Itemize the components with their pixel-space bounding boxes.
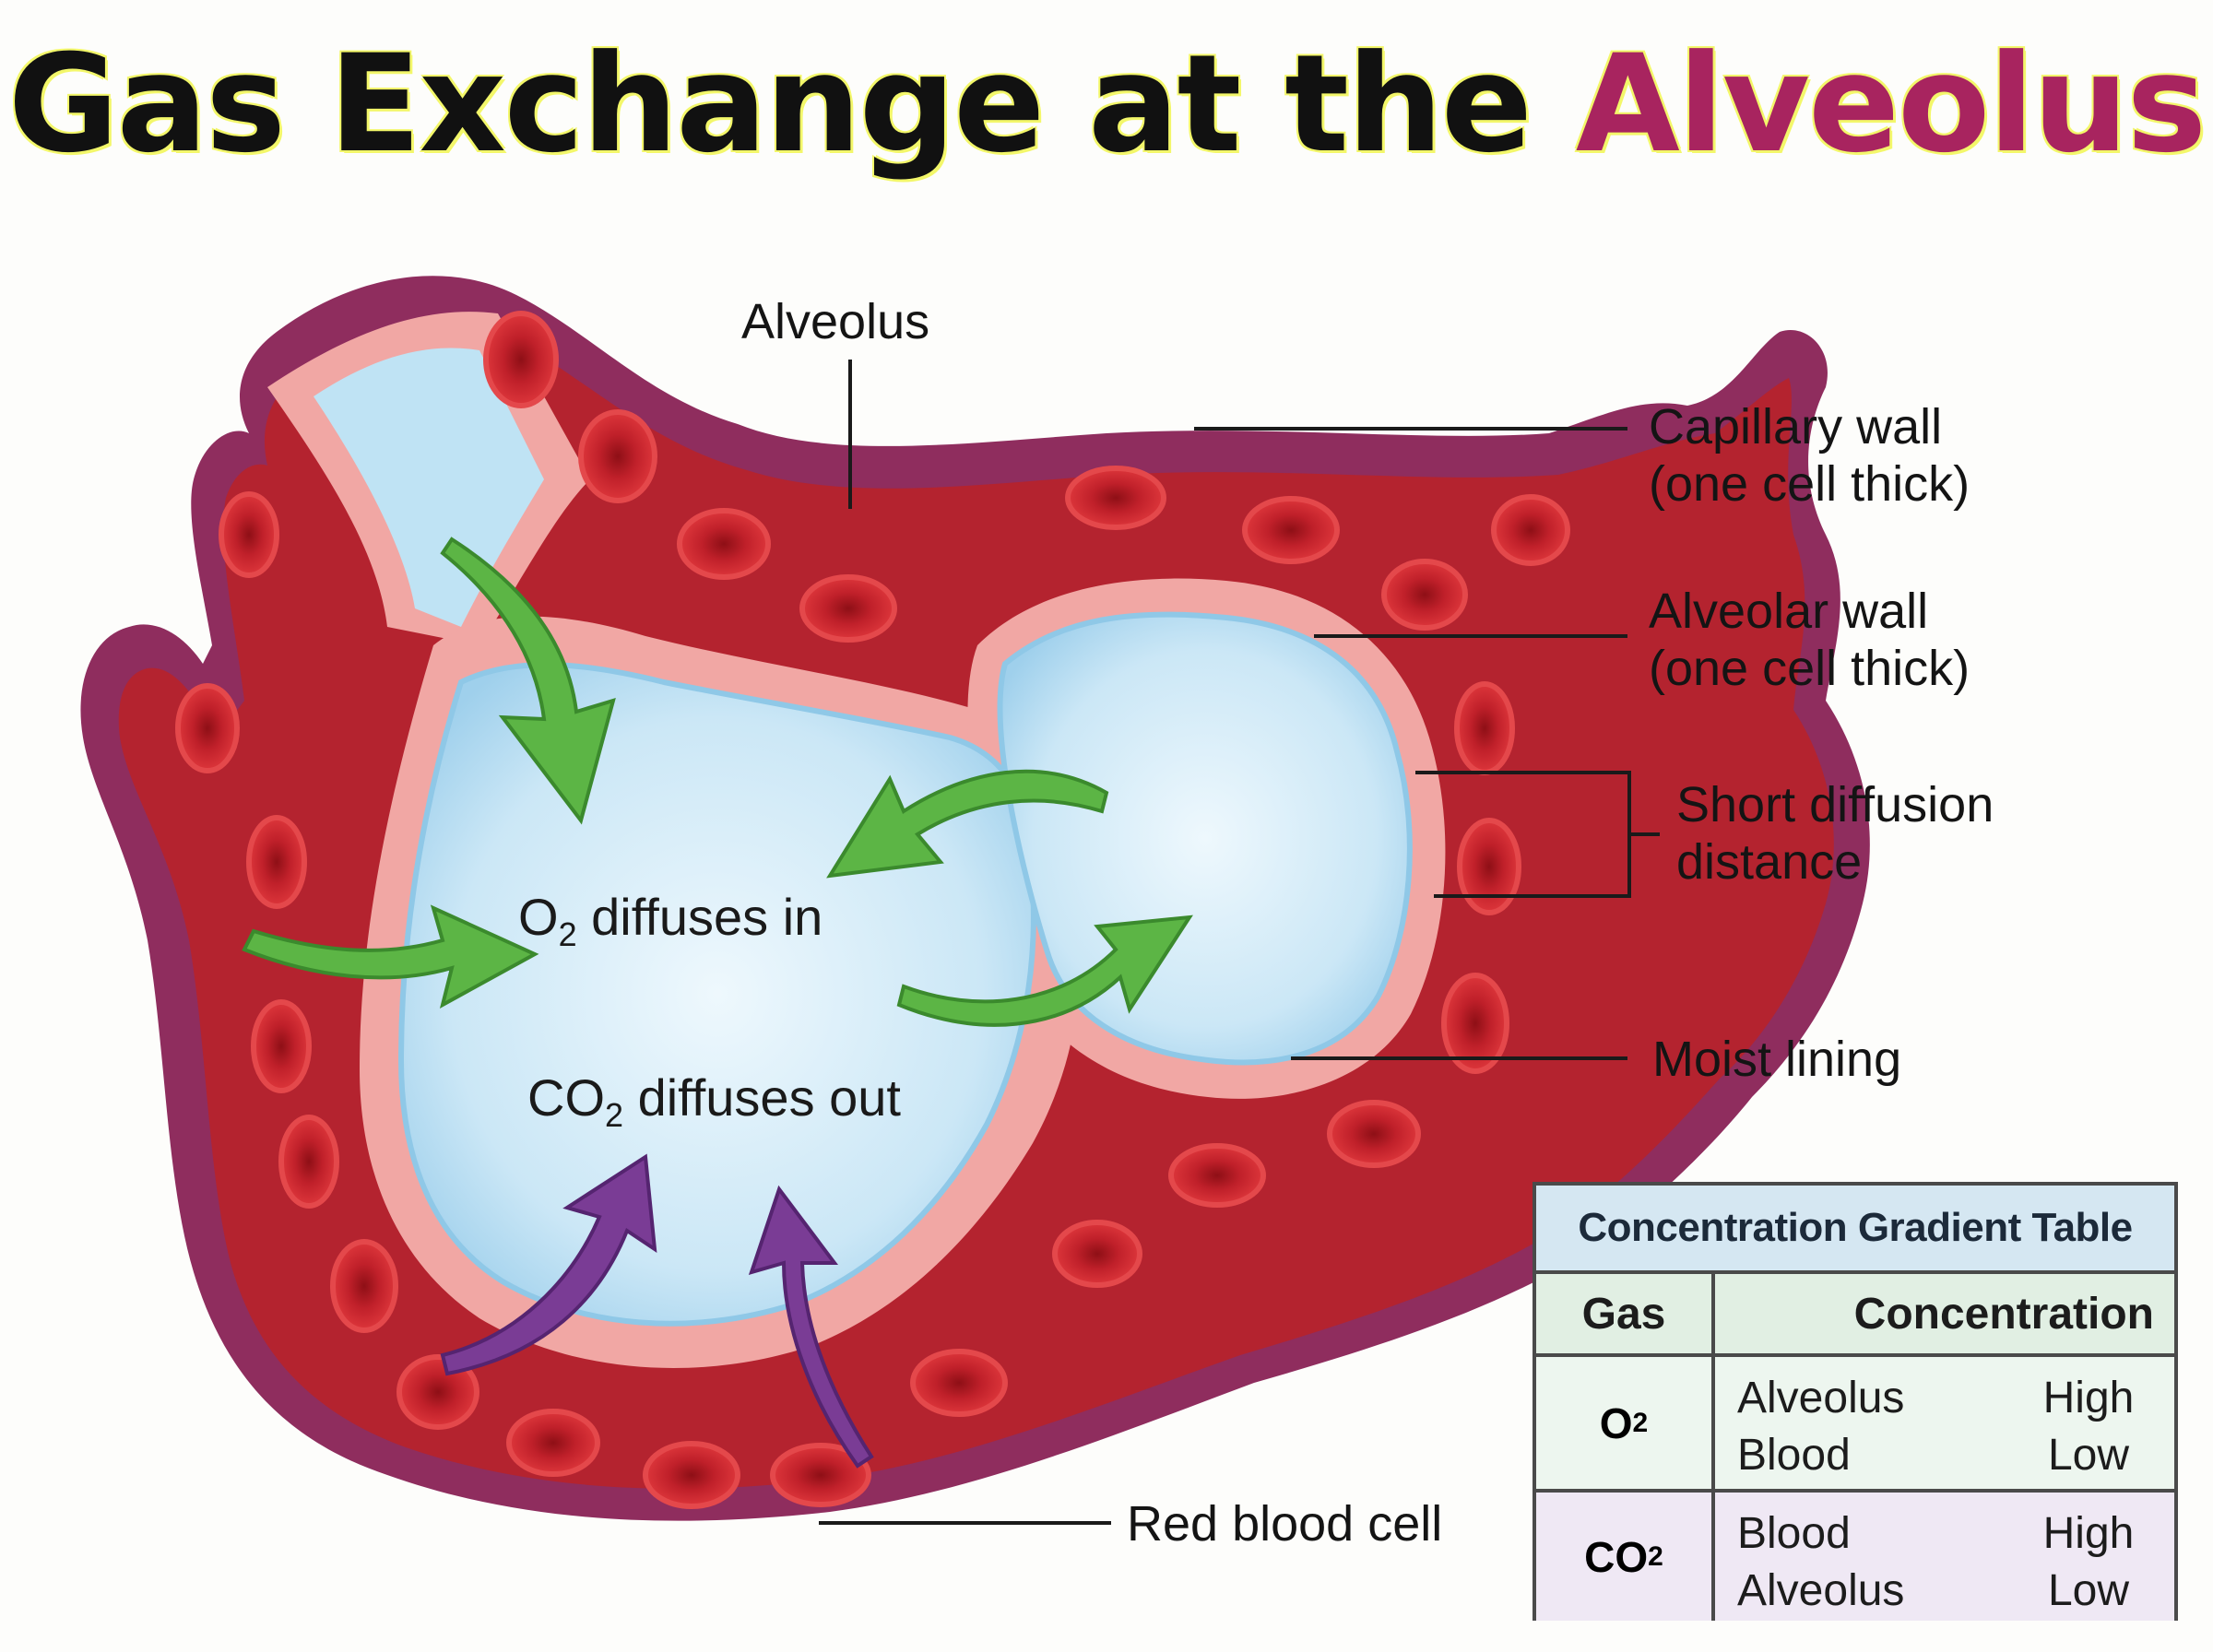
red-blood-cell [1454, 681, 1515, 775]
alveolus-small-airspace [997, 611, 1413, 1066]
co2-arrow-left [440, 1153, 657, 1376]
co2-lvl2: Low [2047, 1566, 2130, 1615]
red-blood-cell [175, 683, 240, 773]
label-alveolar-wall-line2: (one cell thick) [1649, 641, 1970, 696]
red-blood-cell [910, 1349, 1008, 1417]
label-short-diffusion: Short diffusion distance [1676, 776, 1994, 891]
table-title: Concentration Gradient Table [1536, 1186, 2174, 1274]
row-values-o2: Alveolus High Blood Low [1715, 1357, 2174, 1489]
o2-arrow-right-in [826, 769, 1109, 879]
o2-subscript: 2 [558, 915, 577, 954]
o2-lvl1: High [2042, 1374, 2135, 1422]
label-red-blood-cell: Red blood cell [1127, 1496, 1443, 1552]
co2-lvl1: High [2042, 1509, 2135, 1558]
red-blood-cell [1457, 818, 1521, 915]
red-blood-cell [770, 1443, 871, 1507]
label-alveolus: Alveolus [741, 294, 930, 349]
red-blood-cell [1065, 466, 1166, 530]
red-blood-cell [330, 1239, 398, 1333]
o2-symbol: O [518, 888, 559, 946]
co2-loc2: Alveolus [1737, 1566, 1905, 1615]
title-accent: Alveolus [1575, 26, 2207, 183]
row-values-co2: Blood High Alveolus Low [1715, 1493, 2174, 1621]
red-blood-cell [251, 999, 312, 1093]
o2-arrow-top [440, 537, 616, 825]
red-blood-cell [677, 508, 771, 580]
co2-loc1: Blood [1737, 1509, 1851, 1558]
red-blood-cell [1441, 973, 1509, 1074]
label-short-diffusion-line1: Short diffusion [1676, 777, 1994, 832]
red-blood-cell [799, 574, 897, 643]
label-capillary-wall-line1: Capillary wall [1649, 399, 1943, 454]
o2-diffuses-in-label: O2 diffuses in [518, 887, 822, 954]
co2-arrows [440, 1153, 874, 1469]
red-blood-cell [219, 491, 279, 578]
o2-lvl2: Low [2047, 1431, 2130, 1480]
label-alveolar-wall: Alveolar wall (one cell thick) [1649, 583, 1970, 697]
red-blood-cell [278, 1115, 339, 1209]
label-capillary-wall: Capillary wall (one cell thick) [1649, 398, 1970, 513]
concentration-gradient-table: Concentration Gradient Table Gas Concent… [1533, 1182, 2178, 1621]
o2-arrows [242, 537, 1193, 1027]
col-concentration-header: Concentration [1853, 1289, 2154, 1339]
label-alveolar-wall-line1: Alveolar wall [1649, 584, 1929, 639]
label-moist-lining: Moist lining [1652, 1032, 1902, 1087]
red-blood-cell [1052, 1220, 1142, 1288]
co2-diffuses-out-label: CO2 diffuses out [527, 1068, 901, 1135]
o2-loc2: Blood [1737, 1431, 1851, 1480]
red-blood-cell [396, 1354, 479, 1430]
co2-arrow-right [748, 1185, 874, 1469]
page-title: Gas Exchange at the Alveolus [0, 26, 2213, 183]
red-blood-cell [506, 1409, 600, 1477]
label-capillary-wall-line2: (one cell thick) [1649, 456, 1970, 512]
bronchiole-lumen [314, 348, 544, 627]
red-blood-cell [1327, 1100, 1421, 1168]
red-blood-cell [246, 815, 307, 909]
o2-text: diffuses in [576, 888, 823, 946]
label-short-diffusion-line2: distance [1676, 834, 1863, 890]
red-blood-cells [175, 311, 1570, 1509]
co2-symbol: CO [527, 1068, 605, 1127]
red-blood-cell [1491, 494, 1570, 566]
red-blood-cell [643, 1441, 740, 1509]
title-main: Gas Exchange at the [7, 26, 1533, 183]
red-blood-cell [483, 311, 559, 408]
co2-subscript: 2 [605, 1096, 624, 1135]
red-blood-cell [1242, 496, 1340, 564]
red-blood-cell [1168, 1143, 1266, 1208]
o2-arrow-left [242, 904, 539, 1009]
leader-lines [819, 360, 1660, 1525]
col-gas-header: Gas [1536, 1274, 1715, 1353]
table-header-row: Gas Concentration [1536, 1274, 2174, 1357]
red-blood-cell [578, 409, 657, 503]
red-blood-cell [1381, 559, 1468, 631]
co2-text: diffuses out [623, 1068, 901, 1127]
o2-loc1: Alveolus [1737, 1374, 1905, 1422]
o2-arrow-right-out [896, 914, 1193, 1027]
